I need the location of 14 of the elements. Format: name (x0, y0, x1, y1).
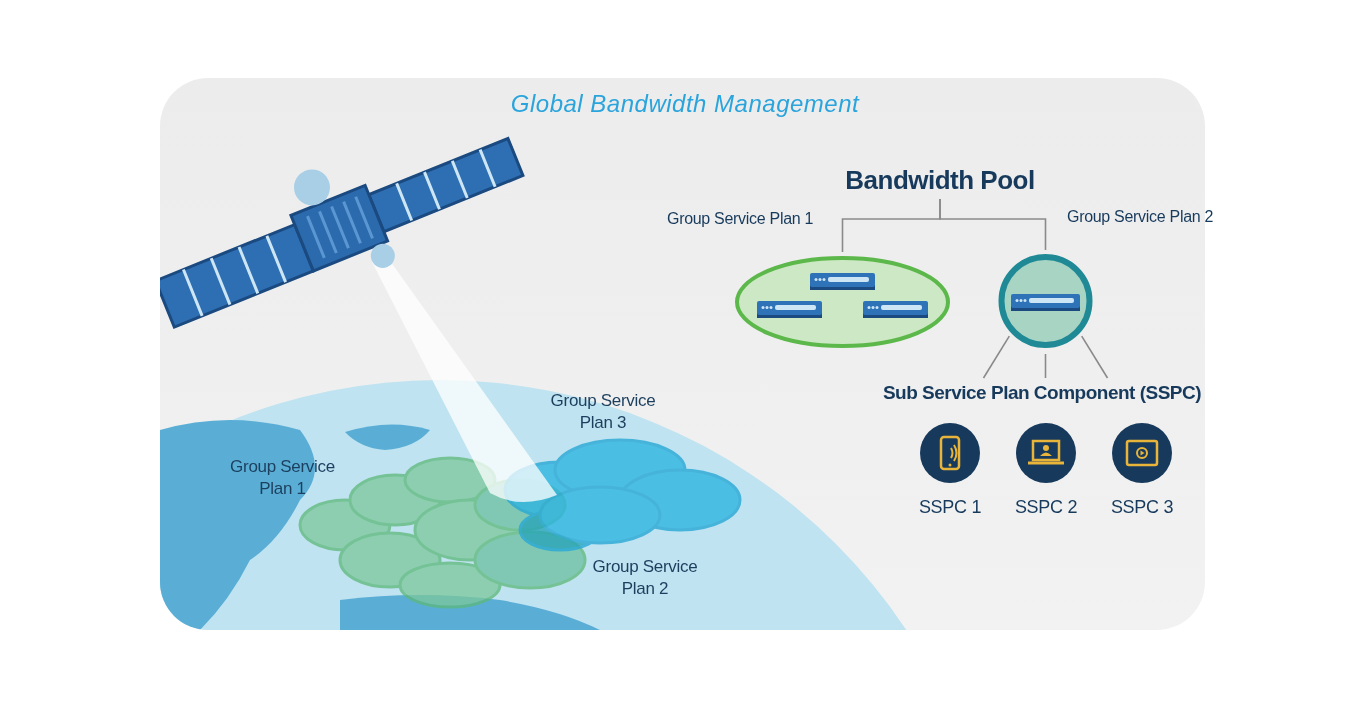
diagram-title: Global Bandwidth Management (509, 90, 861, 118)
map-label: Group Service Plan 2 (591, 556, 699, 600)
connector-line (1080, 335, 1109, 379)
connector-line (1044, 353, 1047, 379)
pool-heading: Bandwidth Pool (844, 165, 1036, 196)
group-label: Group Service Plan 1 (667, 210, 814, 228)
group-label: Group Service Plan 2 (1067, 208, 1214, 226)
device-label: SSPC 1 (920, 497, 980, 518)
device-label: SSPC 2 (1016, 497, 1076, 518)
connector-line (939, 198, 1047, 251)
section-heading: Sub Service Plan Component (SSPC) (881, 382, 1203, 404)
device-label: SSPC 3 (1112, 497, 1172, 518)
connector-line (982, 335, 1011, 379)
map-label: Group Service Plan 3 (549, 390, 657, 434)
